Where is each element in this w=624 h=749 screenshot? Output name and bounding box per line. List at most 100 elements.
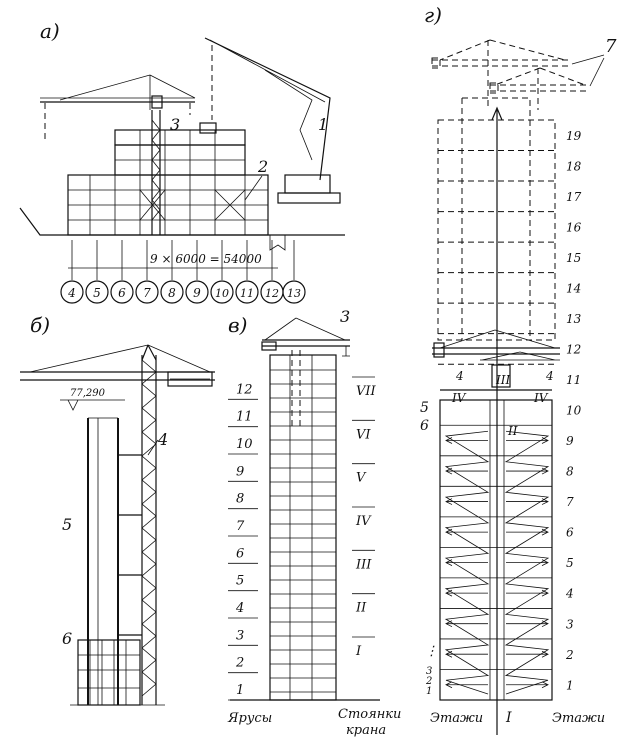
ground-line [19, 207, 345, 236]
tier-label: 4 [235, 601, 244, 616]
upper-building-dashed [437, 97, 556, 341]
crawler-crane-1 [199, 37, 341, 204]
axis-marker: 6 [110, 240, 134, 304]
svg-text:10: 10 [215, 287, 229, 300]
svg-text:11: 11 [240, 287, 254, 300]
callout-3-v: 3 [340, 307, 350, 326]
roman-iv-left: IV [451, 391, 467, 405]
roman-iv-right: IV [533, 391, 549, 405]
floor-lines-v [270, 369, 336, 693]
crane-ties-v [264, 317, 346, 341]
axis-marker: 5 [85, 240, 109, 304]
panel-g-label: г) [424, 3, 442, 27]
jib-ties [29, 344, 211, 373]
floor-label: 5 [566, 556, 574, 570]
svg-text:8: 8 [168, 286, 176, 300]
svg-text:4: 4 [67, 286, 76, 300]
small-floor-label: 1 [426, 686, 432, 697]
stand-label: VII [356, 384, 377, 399]
tower-crane-3 [40, 74, 196, 235]
climbing-cranes-dashed [431, 39, 590, 110]
tier-label: 6 [236, 546, 244, 561]
roman-iii: III [495, 373, 510, 387]
tier-label: 5 [236, 574, 244, 589]
roman-ii: II [507, 424, 518, 438]
panel-a: а) 3 [19, 19, 345, 304]
tier-label: 1 [236, 683, 244, 698]
floor-label: 17 [566, 190, 582, 204]
building-frame-a [67, 129, 269, 236]
axis-marker: 13 [282, 240, 306, 304]
lower-building [439, 389, 553, 701]
svg-text:13: 13 [287, 287, 301, 300]
stand-label: I [355, 644, 362, 659]
stand-label: II [355, 601, 367, 616]
callout-4-g-left: 4 [455, 369, 464, 383]
axis-marker: 4 [60, 240, 84, 304]
floor-label: 10 [566, 404, 582, 418]
roman-i: I [505, 710, 512, 726]
floors-caption-right: Этажи [552, 711, 605, 726]
stand-label: IV [355, 514, 372, 529]
axis-marker: 12 [260, 240, 284, 304]
floor-label: 1 [566, 678, 574, 692]
panel-v-label: в) [228, 313, 247, 337]
crane-at-floor-12 [432, 329, 560, 388]
left-small-floors: 123 [425, 666, 432, 697]
stands-caption-2: крана [346, 723, 386, 738]
axis-marker: 8 [160, 240, 184, 304]
svg-text:5: 5 [93, 286, 101, 300]
floor-label: 4 [565, 587, 574, 601]
tie-brackets [118, 454, 142, 636]
axis-marker: 11 [235, 240, 259, 304]
pit [269, 235, 286, 251]
stand-label: V [356, 471, 367, 486]
callout-4-b: 4 [157, 430, 168, 449]
floor-label: 15 [566, 251, 581, 265]
floor-label: 14 [566, 281, 581, 295]
callout-4-g-right: 4 [545, 369, 554, 383]
svg-text:9: 9 [193, 286, 201, 300]
dimension-text: 9 × 6000 = 54000 [150, 252, 262, 266]
svg-text:12: 12 [265, 287, 279, 300]
tier-label: 7 [236, 519, 245, 534]
tier-label: 12 [236, 382, 253, 397]
axis-marker: 9 [185, 240, 209, 304]
callout-1-a: 1 [318, 115, 328, 134]
crane-jib-v [262, 339, 350, 347]
floor-label: 7 [566, 495, 574, 509]
elevation-value: 77,290 [70, 388, 106, 399]
axis-markers: 4 5 6 7 8 9 10 11 12 13 [60, 240, 306, 304]
axis-marker: 7 [135, 240, 159, 304]
left-dots: ⋮ [425, 644, 438, 659]
floor-label: 13 [566, 312, 582, 326]
leader-2 [244, 175, 263, 201]
floor-label: 12 [566, 343, 581, 357]
floor-label: 19 [566, 129, 582, 143]
stand-label: III [355, 557, 372, 572]
panel-a-label: а) [40, 19, 60, 43]
floor-label: 18 [566, 159, 582, 173]
central-arrow [491, 106, 503, 735]
callout-3-a: 3 [170, 115, 180, 134]
tier-label: 10 [236, 437, 253, 452]
callout-5-g: 5 [420, 400, 429, 416]
panel-g: г) 7 [420, 3, 617, 735]
stands-caption-1: Стоянки [338, 707, 401, 722]
small-floor-label: 3 [426, 666, 432, 677]
floor-label: 11 [566, 373, 581, 387]
floor-label: 2 [565, 648, 574, 662]
svg-text:6: 6 [118, 286, 126, 300]
tier-label: 2 [235, 656, 244, 671]
floor-label: 3 [566, 617, 574, 631]
panel-b: б) 77,290 4 5 6 [20, 313, 215, 706]
counterweight [167, 371, 213, 387]
tier-label: 3 [236, 628, 244, 643]
small-floor-label: 2 [425, 676, 432, 687]
callout-2-a: 2 [257, 157, 268, 176]
